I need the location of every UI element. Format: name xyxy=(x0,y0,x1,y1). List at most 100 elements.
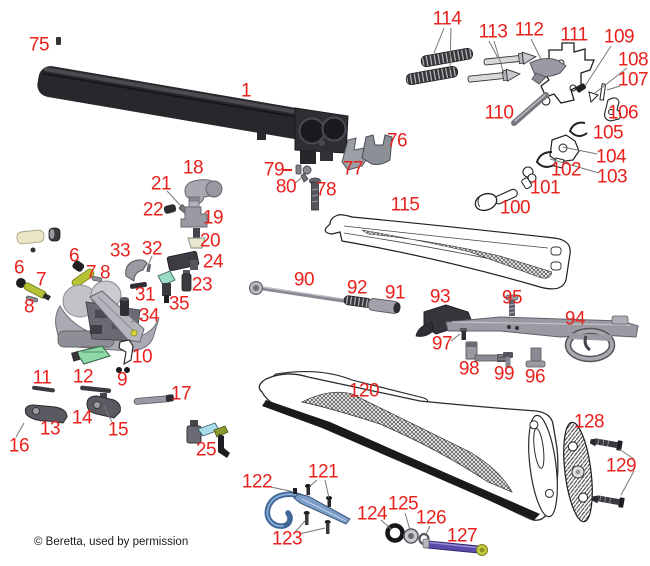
part-17-pin xyxy=(133,394,175,405)
leader-line xyxy=(130,317,144,323)
leader-line xyxy=(147,255,153,267)
part-114-spring-2 xyxy=(405,65,459,86)
part-97-screw xyxy=(460,328,467,340)
part-128-recoil-pad xyxy=(563,421,593,523)
part-91-plunger xyxy=(367,298,401,314)
part-115-forend xyxy=(324,214,571,290)
part-76-ejector-guide xyxy=(361,134,393,165)
leader-line xyxy=(103,405,113,423)
leader-line xyxy=(324,479,330,499)
part-127-stock-bolt xyxy=(422,538,488,556)
part-90-rod xyxy=(249,281,347,303)
leader-lines xyxy=(15,27,635,537)
leader-line xyxy=(433,27,445,54)
part-23-plunger xyxy=(181,270,192,292)
leader-line xyxy=(293,173,307,185)
leader-line xyxy=(493,40,505,75)
part-7-firing-pin-right xyxy=(71,260,95,288)
forend-checkering xyxy=(361,229,553,279)
part-group-ejectors xyxy=(295,134,393,211)
part-25-safety-assembly xyxy=(186,420,230,458)
part-99-screw xyxy=(503,352,513,368)
part-123-screw-1 xyxy=(303,511,310,525)
leader-line xyxy=(549,158,600,174)
leader-line xyxy=(15,422,25,438)
part-12-pin xyxy=(80,385,112,393)
stock-butt-face xyxy=(528,414,558,518)
copyright-note: © Beretta, used by permission xyxy=(34,536,189,548)
part-113-firing-pin-2 xyxy=(467,68,521,83)
leader-line xyxy=(270,486,295,493)
part-98-latch-rod xyxy=(465,341,506,362)
part-101-plunger xyxy=(521,166,537,190)
stock-bottom-shading xyxy=(262,400,540,520)
leader-line xyxy=(449,27,452,71)
part-108-plunger xyxy=(588,91,599,104)
part-9-ball-1 xyxy=(116,367,122,373)
part-22-plunger xyxy=(163,204,177,214)
leader-line xyxy=(620,470,635,496)
part-34-cocking-arm xyxy=(89,290,145,343)
part-100-cocking-knob xyxy=(474,188,518,212)
part-122-trigger-guard xyxy=(264,488,351,529)
leader-line xyxy=(404,512,411,531)
leader-line xyxy=(488,40,499,59)
part-125-washer xyxy=(403,528,419,544)
part-35-plunger xyxy=(157,270,176,303)
part-33-lever xyxy=(125,259,148,282)
part-123-screw-2 xyxy=(324,520,331,534)
barrel-bore-right xyxy=(321,116,347,142)
leader-line xyxy=(298,527,326,535)
part-11-pin xyxy=(32,385,55,393)
leader-line xyxy=(424,525,431,537)
part-14-hammer xyxy=(86,393,121,419)
part-group-hammers-springs xyxy=(405,42,622,212)
leader-line xyxy=(618,448,635,460)
leader-line xyxy=(450,333,461,342)
part-92-spring xyxy=(343,295,372,308)
part-12-safety-slide xyxy=(71,345,111,365)
leader-line xyxy=(308,479,318,488)
part-32-pin xyxy=(146,263,152,273)
part-109-pin xyxy=(575,83,587,93)
part-group-toplever xyxy=(125,179,223,303)
part-8-pin-right xyxy=(91,276,103,282)
part-105-spring-clip xyxy=(568,121,588,137)
part-96-bushing xyxy=(525,347,546,368)
part-7-firing-pin-left xyxy=(16,278,51,301)
part-129-screw-1 xyxy=(589,438,623,451)
barrel-bore-left xyxy=(298,117,326,145)
part-75-screw xyxy=(56,37,61,45)
part-group-forend-iron xyxy=(249,281,639,368)
part-13-hammer xyxy=(24,404,68,424)
part-79-screw xyxy=(295,164,302,175)
stock-checkering xyxy=(300,391,513,493)
part-80-retainer xyxy=(300,165,312,183)
part-spring-tube xyxy=(16,229,45,245)
part-104-103-sear-assembly xyxy=(549,134,580,169)
part-8-pin-left xyxy=(25,295,39,303)
leader-line xyxy=(562,146,598,155)
trigger-blade xyxy=(583,335,591,352)
part-95-screw xyxy=(505,294,519,316)
part-9-ball-2 xyxy=(124,367,130,373)
part-129-screw-2 xyxy=(591,495,625,508)
part-20-bolt xyxy=(187,228,206,249)
part-31-pin xyxy=(129,282,147,289)
part-124-washer xyxy=(385,523,405,543)
part-107-pin xyxy=(599,83,607,101)
part-102-spring-clip xyxy=(535,151,555,168)
part-94-trigger-plate xyxy=(445,315,639,363)
leader-line xyxy=(380,519,392,530)
part-group-receiver xyxy=(16,227,160,352)
leader-line xyxy=(530,38,542,60)
leader-line xyxy=(606,85,621,91)
part-group-trigger-left xyxy=(24,339,230,458)
part-78-screw xyxy=(309,177,321,211)
barrel-lug xyxy=(300,150,316,164)
leader-line xyxy=(294,520,306,533)
part-113-firing-pin-1 xyxy=(483,51,537,66)
part-120-stock xyxy=(258,371,559,521)
